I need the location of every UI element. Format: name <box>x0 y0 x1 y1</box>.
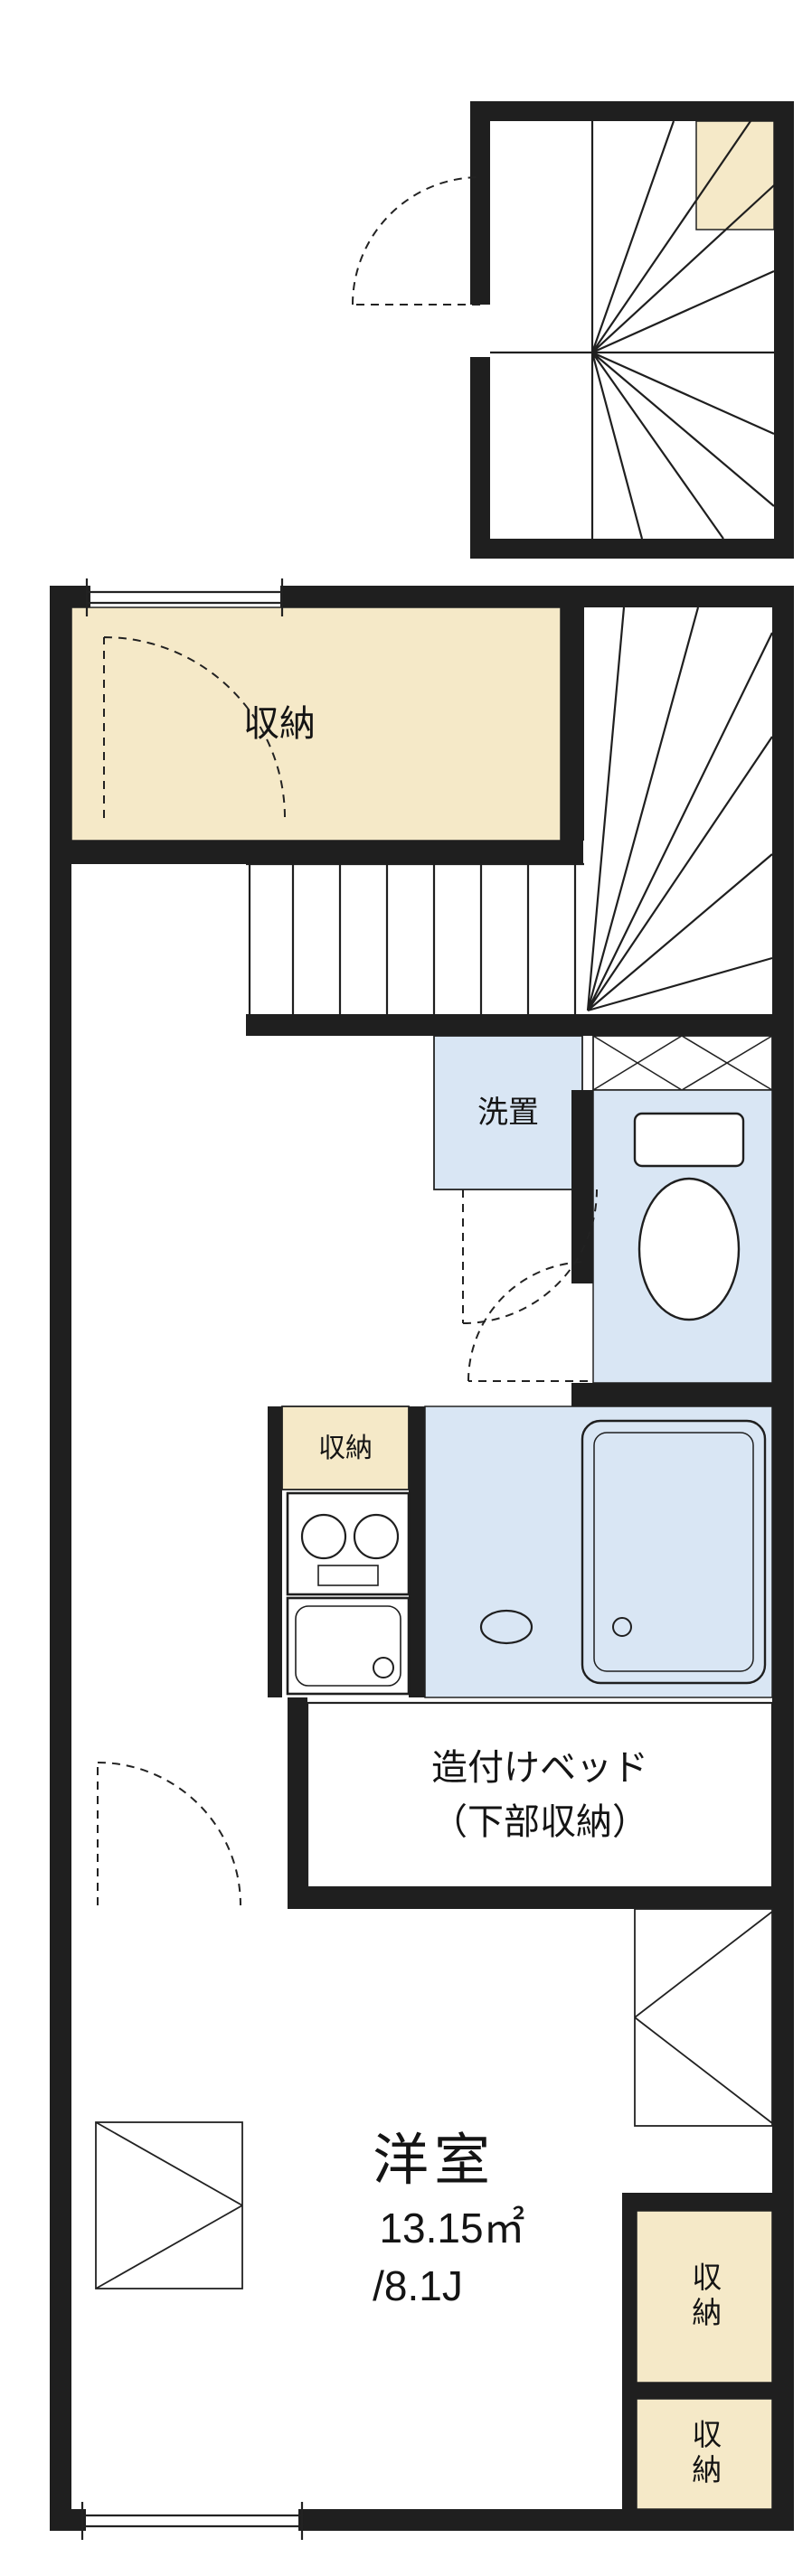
window-bottom <box>80 2502 304 2540</box>
outer-wall-top-b <box>280 586 794 607</box>
stove-burner-right <box>353 1513 400 1560</box>
upper-stair-closet-fill <box>695 120 775 230</box>
main-room-name: 洋室 <box>372 2129 496 2192</box>
window-seat-box <box>95 2121 243 2289</box>
staircase-upper <box>490 120 775 540</box>
built-in-bed-line1: 造付けベッド <box>431 1748 648 1788</box>
walls <box>50 101 794 2531</box>
upper-stair-wall-left-b <box>470 357 490 559</box>
outer-wall-right <box>772 586 794 2531</box>
staircase-main-winder <box>586 606 773 1012</box>
wall-bed-left <box>288 1697 307 1909</box>
upper-stair-wall-right <box>774 101 794 559</box>
bathtub-drain <box>612 1617 632 1637</box>
window-top <box>85 578 284 616</box>
toilet-tank <box>633 1112 745 1168</box>
storage-small-label: 収納 <box>318 1433 373 1463</box>
sink-basin <box>295 1605 401 1687</box>
upper-stair-wall-bottom <box>470 539 794 559</box>
window-seat-diagonals <box>95 2121 243 2289</box>
upper-stair-wall-top <box>470 101 794 121</box>
stove-grill <box>317 1565 379 1586</box>
toilet-icon <box>633 1112 745 1321</box>
storage-top-label: 収納 <box>243 704 316 744</box>
door-arc-upper-stair <box>352 176 481 306</box>
storage-right-lower-text: 収納 <box>687 2419 722 2489</box>
shower-drain <box>479 1609 533 1645</box>
door-arc-storage-top <box>103 636 286 819</box>
storage-top-fill <box>71 606 562 841</box>
staircase-upper-treads <box>490 120 775 540</box>
washer-label: 洗置 <box>477 1095 539 1130</box>
storage-right-upper-label: 収納 <box>637 2211 772 2383</box>
door-arc-toilet <box>467 1261 589 1382</box>
upper-stair-wall-left-a <box>470 101 490 305</box>
wall-under-bed <box>288 1887 794 1909</box>
bathtub-icon <box>479 1419 767 1685</box>
shelf-hatch <box>592 1035 773 1091</box>
bathroom-fill <box>424 1406 773 1698</box>
storage-small-fill <box>281 1406 410 1490</box>
outer-wall-bottom-a <box>50 2509 86 2531</box>
sink-icon <box>286 1596 411 1696</box>
toilet-bowl <box>637 1177 741 1321</box>
shelf-hatch-lines <box>592 1035 773 1091</box>
door-arc-washer <box>462 1189 598 1324</box>
wall-right-storages-left <box>622 2193 637 2509</box>
wall-above-right-storages <box>622 2193 794 2211</box>
built-in-bed-line2: （下部収納） <box>431 1802 648 1842</box>
wall-kitchen-left <box>268 1406 282 1697</box>
stove-burner-left <box>300 1513 347 1560</box>
built-in-bed-fill <box>306 1701 774 1889</box>
wall-under-toilet <box>571 1383 794 1406</box>
sink-body <box>286 1596 411 1696</box>
furniture-symbols <box>95 1908 773 2289</box>
outer-wall-bottom-b <box>298 2509 794 2531</box>
wall-between-right-storages <box>622 2383 794 2399</box>
main-room-area-m2: 13.15㎡ <box>379 2204 525 2252</box>
bathtub-inner <box>593 1432 754 1672</box>
outer-wall-left <box>50 586 71 2531</box>
shelf-hatched-box <box>592 1035 773 1091</box>
bathtub-outer <box>581 1419 767 1685</box>
storage-right-upper-text: 収納 <box>687 2261 722 2332</box>
stove-icon <box>286 1491 411 1596</box>
closet-right-box <box>634 1908 773 2127</box>
storage-right-lower-label: 収納 <box>637 2399 772 2509</box>
door-arc-room-entry <box>97 1762 241 1906</box>
wall-under-storage-top <box>50 841 583 864</box>
wall-under-stairs <box>246 1014 794 1036</box>
closet-right-diagonals <box>634 1911 773 2124</box>
door-arcs <box>97 176 598 1906</box>
sink-drain <box>373 1657 394 1678</box>
main-room-area-jo: /8.1J <box>373 2261 463 2309</box>
room-fills <box>71 120 775 2510</box>
staircase-main <box>246 606 773 1014</box>
wall-storage-top-right <box>561 607 584 841</box>
storage-right-lower-fill <box>636 2398 773 2510</box>
windows <box>80 578 304 2540</box>
built-in-bed-label: 造付けベッド （下部収納） <box>307 1703 772 1887</box>
staircase-main-straight-treads <box>246 862 584 1014</box>
wall-kitchen-bath-divider <box>409 1406 425 1697</box>
